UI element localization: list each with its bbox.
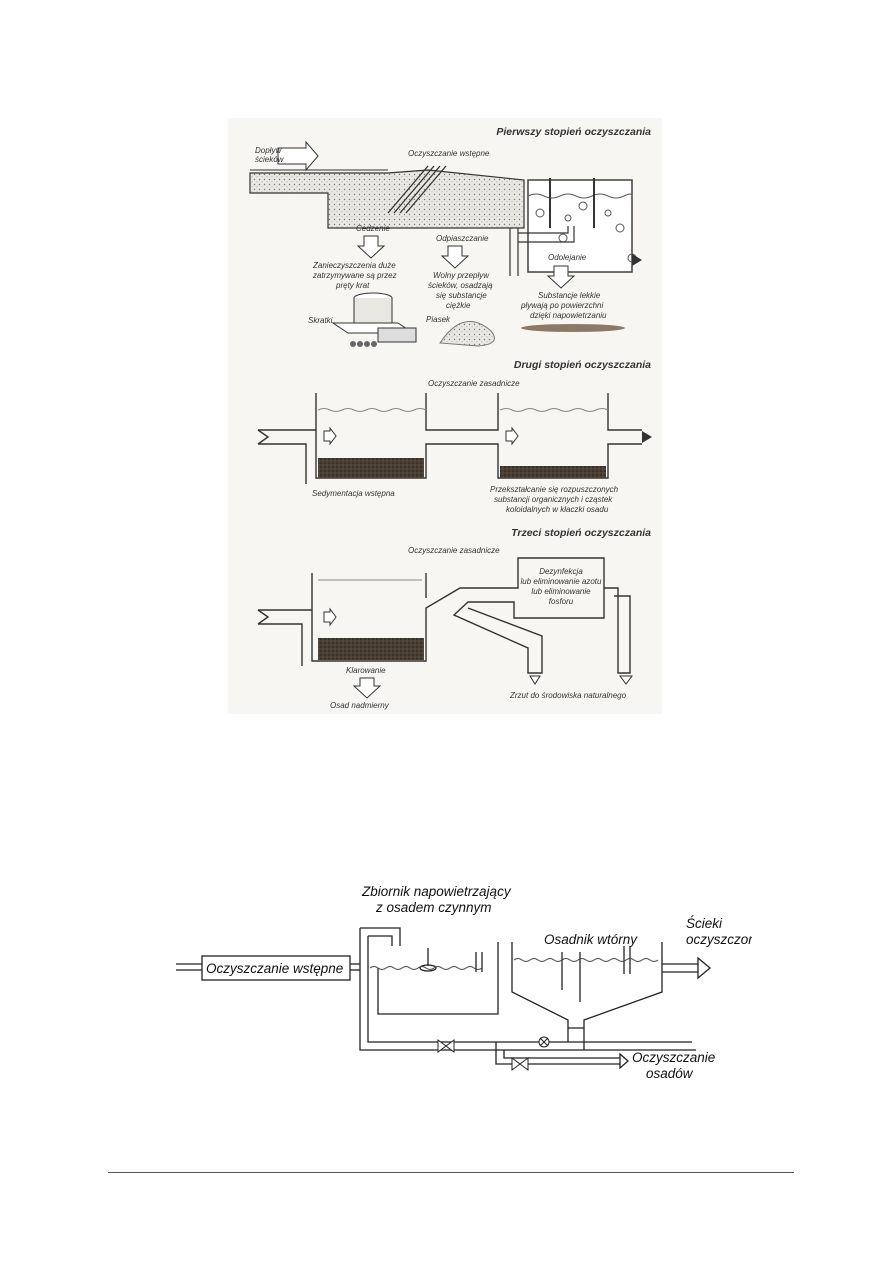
degreasing-label: Odolejanie	[548, 253, 587, 262]
degreasing-tank	[527, 178, 642, 273]
treatment-stages-svg: Pierwszy stopień oczyszczania Dopływ ści…	[249, 126, 652, 710]
inflow-label-2: ścieków	[255, 155, 285, 164]
pretreatment-box	[201, 955, 351, 981]
screenings-label: Skratki	[308, 316, 333, 325]
stage3-title: Trzeci stopień oczyszczania	[511, 527, 651, 539]
outflow-arrow-icon	[642, 431, 652, 443]
treated-label-1: Ścieki	[686, 916, 723, 931]
grit-desc-1: Wolny przepływ	[433, 271, 490, 280]
pretreatment-label: Oczyszczanie wstępne	[408, 149, 490, 158]
screening-desc-3: pręty krat	[335, 281, 370, 290]
stage2-water	[317, 408, 609, 412]
activated-sludge-svg: Oczyszczanie wstępne Zbiornik napowietrz…	[176, 884, 763, 1081]
stage3-tanks	[257, 557, 631, 674]
disinfection-1: Dezynfekcja	[539, 567, 583, 576]
air-pipe	[509, 226, 575, 276]
aeration-label-1: Zbiornik napowietrzający	[361, 884, 512, 899]
transform-desc-1: Przekształcanie się rozpuszczonych	[490, 485, 619, 494]
stage2-main-label: Oczyszczanie zasadnicze	[428, 379, 520, 388]
clarifier-sludge	[318, 638, 424, 660]
excess-sludge-label: Osad nadmierny	[330, 701, 390, 710]
activated-sludge	[500, 466, 606, 478]
water-surface	[369, 958, 659, 970]
screenings-bin-icon	[331, 292, 417, 347]
oil-film-icon	[521, 324, 625, 332]
primary-sludge	[318, 458, 424, 478]
sand-pile-icon	[439, 321, 495, 347]
screening-arrow-icon	[356, 235, 386, 259]
stage3-main-label: Oczyszczanie zasadnicze	[408, 546, 500, 555]
footer-rule	[108, 1172, 794, 1173]
aeration-label-2: z osadem czynnym	[375, 900, 492, 915]
screening-desc-2: zatrzymywane są przez	[312, 271, 397, 280]
grit-removal-label: Odpiaszczanie	[436, 234, 489, 243]
grit-arrow-icon	[440, 245, 470, 269]
secondary-clarifier-label: Osadnik wtórny	[544, 932, 638, 947]
sand-label: Piasek	[426, 315, 451, 324]
sedimentation-label: Sedymentacja wstępna	[312, 489, 395, 498]
inflow-label-1: Dopływ	[255, 146, 282, 155]
discharge-label: Zrzut do środowiska naturalnego	[509, 691, 627, 700]
transform-desc-3: koloidalnych w kłaczki osadu	[506, 505, 609, 514]
flow-arrow-icon	[505, 426, 519, 446]
valve-icon	[437, 1039, 529, 1071]
pump-icon	[538, 1036, 550, 1048]
screening-desc-1: Zanieczyszczenia duże	[312, 261, 396, 270]
screening-label: Cedzenie	[356, 224, 390, 233]
disinfection-2: lub eliminowanie azotu	[521, 577, 602, 586]
grit-desc-3: się substancje	[436, 291, 487, 300]
excess-sludge-arrow-icon	[352, 677, 382, 699]
flow-arrow-icon	[323, 426, 337, 446]
degreasing-arrow-icon	[546, 265, 576, 289]
treatment-stages-figure: Pierwszy stopień oczyszczania Dopływ ści…	[228, 118, 662, 714]
sludge-label-2: osadów	[646, 1066, 694, 1080]
clarification-label: Klarowanie	[346, 666, 386, 675]
process-lines	[176, 927, 712, 1070]
sludge-label-1: Oczyszczanie	[632, 1050, 715, 1065]
transform-desc-2: substancji organicznych i cząstek	[494, 495, 613, 504]
activated-sludge-figure: Oczyszczanie wstępne Zbiornik napowietrz…	[176, 882, 763, 1081]
grit-desc-2: ścieków, osadzają	[428, 281, 493, 290]
discharge-arrow-icon	[529, 675, 541, 685]
pretreatment-label: Oczyszczanie wstępne	[206, 961, 343, 976]
inflow-arrow-icon	[277, 140, 319, 172]
flow-arrow-icon	[323, 607, 337, 627]
stage1-title: Pierwszy stopień oczyszczania	[496, 126, 651, 138]
degreasing-desc-2: pływają po powierzchni	[520, 301, 603, 310]
degreasing-desc-1: Substancje lekkie	[538, 291, 601, 300]
grit-channel	[249, 169, 525, 229]
discharge-arrow-icon	[619, 675, 633, 685]
grit-desc-4: ciężkie	[446, 301, 471, 310]
treated-label-2: oczyszczone	[686, 932, 752, 947]
screen-bars-icon	[387, 165, 447, 214]
stage2-title: Drugi stopień oczyszczania	[514, 359, 651, 371]
disinfection-4: fosforu	[549, 597, 574, 606]
disinfection-3: lub eliminowanie	[531, 587, 591, 596]
degreasing-desc-3: dzięki napowietrzaniu	[530, 311, 607, 320]
